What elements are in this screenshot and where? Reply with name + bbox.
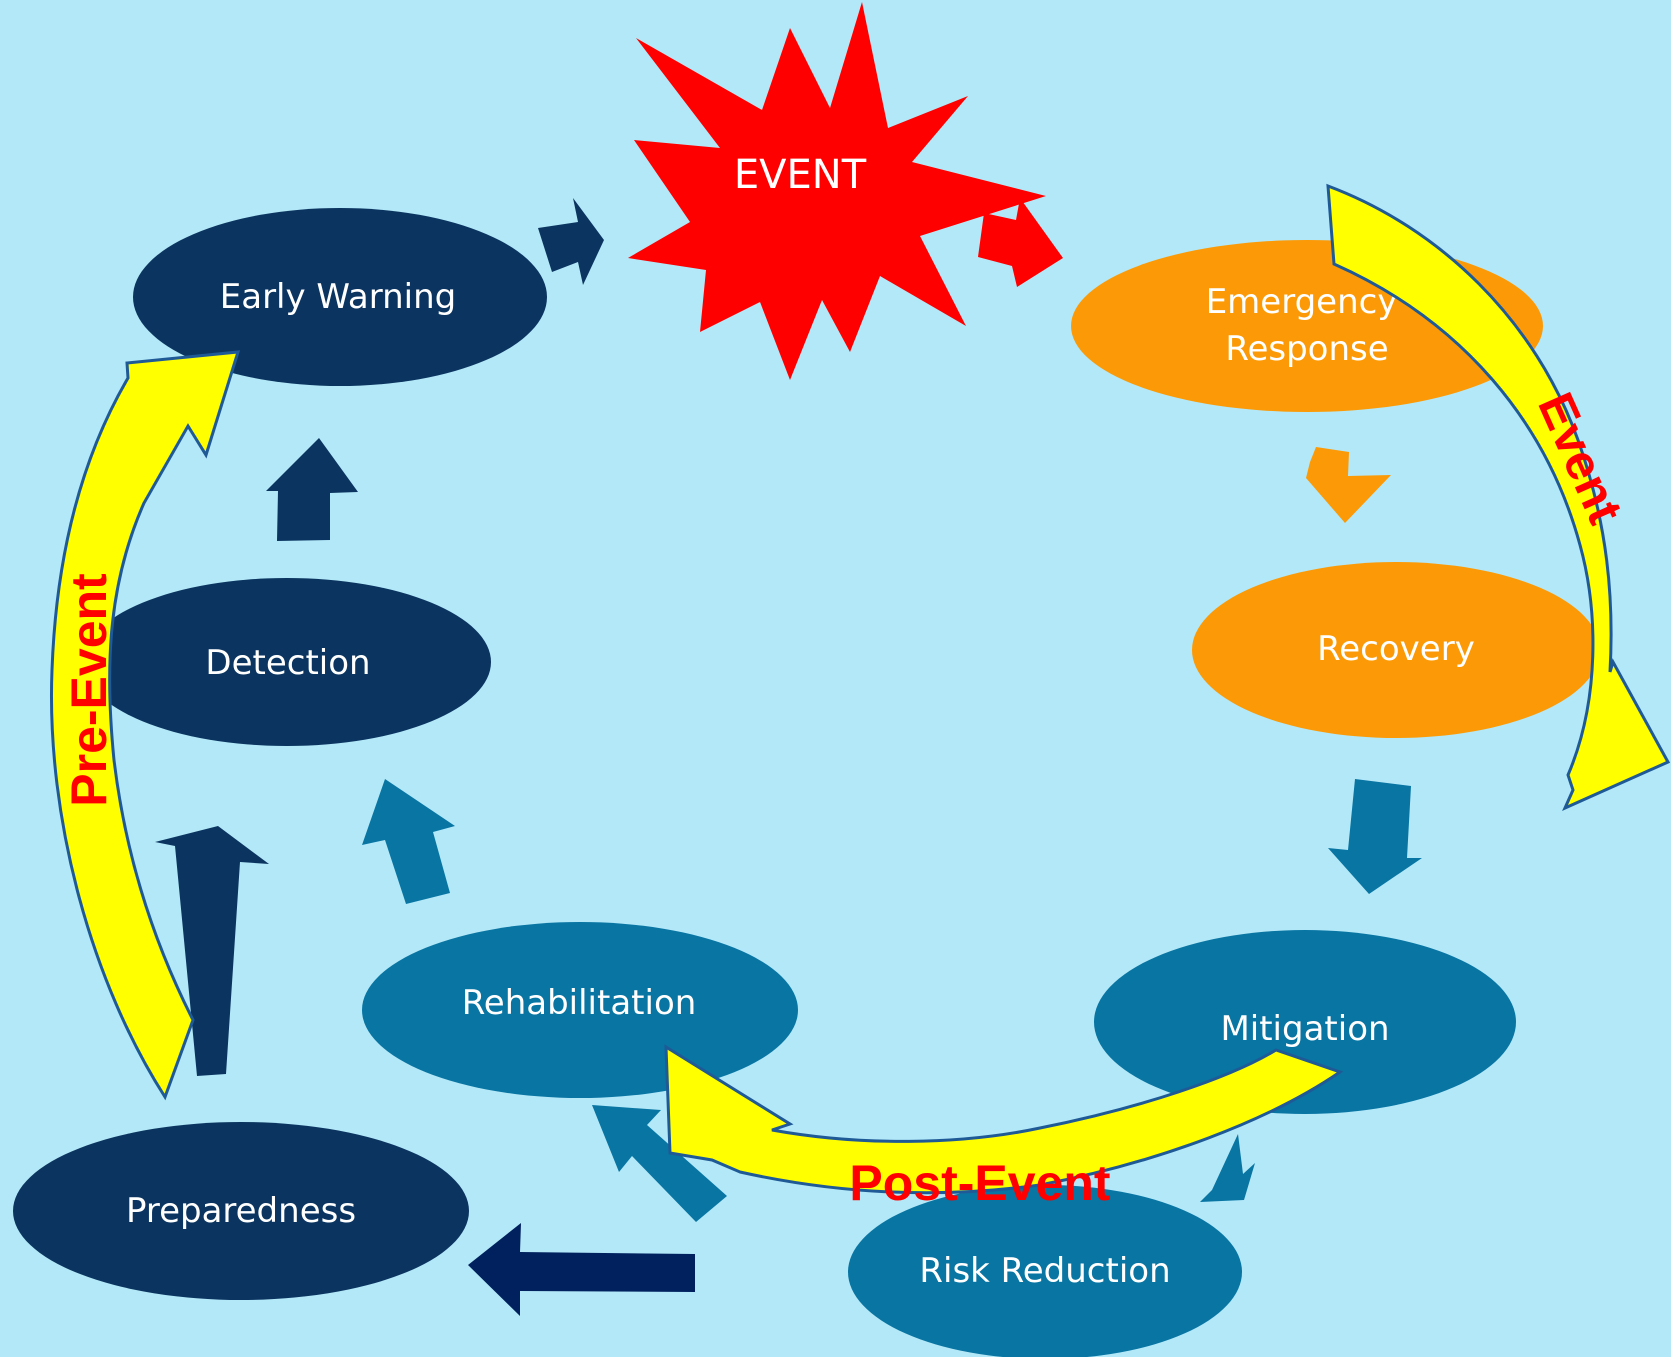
node-early-warning-label: Early Warning	[220, 277, 456, 317]
node-risk-reduction: Risk Reduction	[848, 1185, 1242, 1357]
node-detection-label: Detection	[205, 643, 370, 683]
node-emergency-response-line1: Emergency	[1206, 282, 1398, 322]
event-label: EVENT	[734, 152, 867, 198]
flow-arrow-preparedness-to-detection	[155, 826, 269, 1076]
flow-arrow-recovery-to-mitigation	[1328, 779, 1422, 894]
node-mitigation-label: Mitigation	[1220, 1009, 1389, 1049]
node-risk-reduction-label: Risk Reduction	[919, 1251, 1170, 1291]
flow-arrow-event-to-emergency-response	[978, 198, 1063, 287]
node-rehabilitation: Rehabilitation	[362, 922, 798, 1098]
post-event-phase-arrow: Post-Event	[664, 1044, 1344, 1211]
post-event-label: Post-Event	[849, 1155, 1111, 1211]
flow-arrow-detection-to-early-warning	[266, 438, 358, 541]
node-rehabilitation-label: Rehabilitation	[462, 983, 697, 1023]
flow-arrow-risk-reduction-to-preparedness	[468, 1223, 695, 1316]
node-recovery: Recovery	[1192, 562, 1600, 738]
node-preparedness: Preparedness	[13, 1122, 469, 1300]
node-recovery-label: Recovery	[1317, 629, 1475, 669]
flow-arrow-rehabilitation-to-detection	[362, 779, 455, 904]
node-detection: Detection	[83, 578, 491, 746]
flow-arrow-mitigation-to-risk-reduction	[1200, 1134, 1255, 1202]
flow-arrow-emergency-to-recovery	[1306, 447, 1391, 523]
node-emergency-response-line2: Response	[1225, 329, 1388, 369]
pre-event-phase-arrow: Pre-Event	[50, 350, 241, 1101]
node-preparedness-label: Preparedness	[126, 1191, 356, 1231]
pre-event-label: Pre-Event	[61, 573, 117, 807]
node-emergency-response-label: Emergency Response	[1206, 282, 1409, 369]
flow-arrow-early-warning-to-event	[538, 198, 604, 285]
flow-arrow-risk-reduction-to-rehabilitation	[592, 1105, 727, 1222]
event-starburst: EVENT	[628, 2, 1046, 380]
node-early-warning: Early Warning	[133, 208, 547, 386]
node-mitigation: Mitigation	[1094, 930, 1516, 1114]
